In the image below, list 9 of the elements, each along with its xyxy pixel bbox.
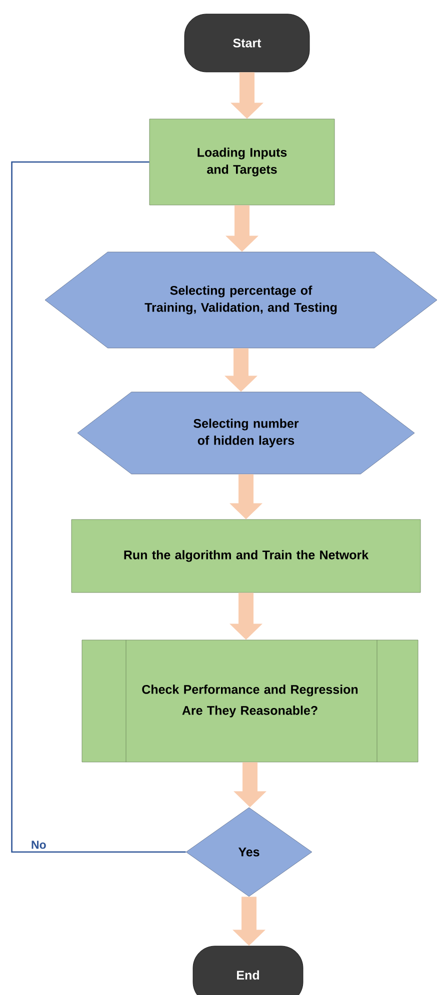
predefined-process-box: Check Performance and Regression Are They Reasonable? bbox=[82, 640, 418, 762]
preparation-hexagon: Selecting percentage of Training, Validation, and Testing bbox=[44, 252, 438, 348]
terminal-box: Start bbox=[184, 14, 310, 72]
edge-label: No bbox=[32, 840, 46, 849]
preparation-hexagon: Selecting number of hidden layers bbox=[77, 392, 415, 474]
process-box: Loading Inputs and Targets bbox=[149, 118, 335, 206]
loop-line bbox=[11, 161, 186, 853]
terminal-box: End bbox=[192, 946, 304, 995]
process-box: Run the algorithm and Train the Network bbox=[71, 519, 421, 593]
